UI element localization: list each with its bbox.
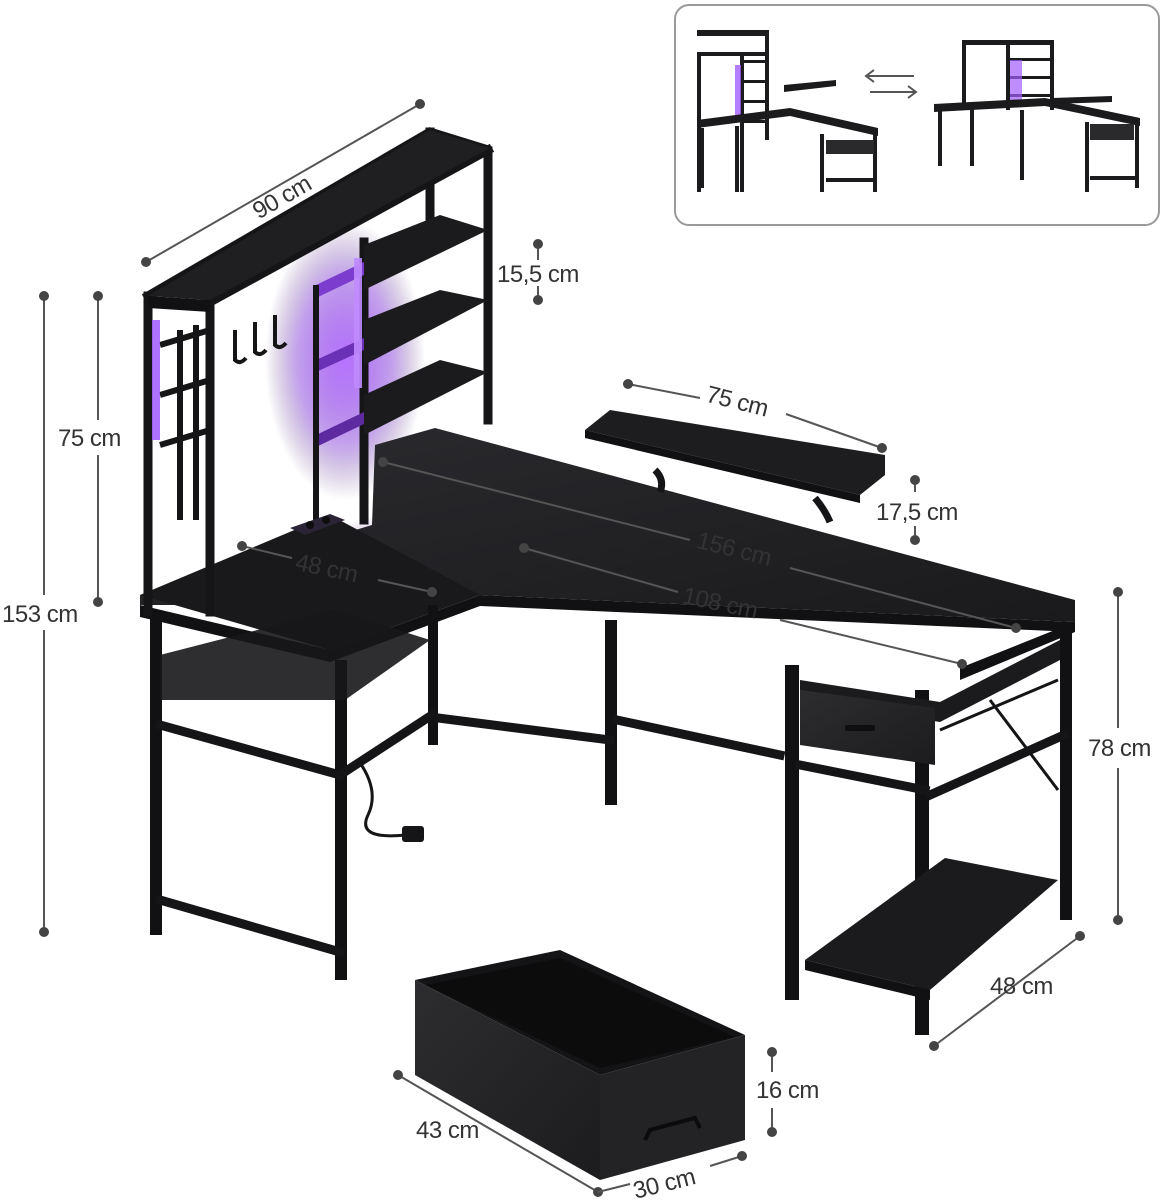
- shelf-gap-label: 15,5 cm: [497, 261, 579, 288]
- l-shaped-desk-image: [140, 127, 1075, 1035]
- desk-depth-label: 48 cm: [990, 973, 1053, 1000]
- monitor-stand-height-label: 17,5 cm: [876, 499, 958, 526]
- hutch-height-label: 75 cm: [58, 425, 121, 452]
- drawer-width-label: 30 cm: [630, 1163, 698, 1200]
- desk-height-label: 78 cm: [1088, 735, 1151, 762]
- dimension-lines: [39, 99, 1123, 1197]
- drawer-length-label: 43 cm: [416, 1117, 479, 1144]
- configuration-inset: [674, 4, 1160, 226]
- inset-right-desk-image: [934, 40, 1140, 192]
- swap-arrows-icon: [864, 69, 918, 99]
- fabric-drawer-image: [415, 950, 745, 1180]
- monitor-stand-width-label: 75 cm: [703, 381, 771, 422]
- total-height-label: 153 cm: [2, 601, 78, 628]
- drawer-height-label: 16 cm: [756, 1077, 819, 1104]
- inset-left-desk-image: [697, 30, 878, 192]
